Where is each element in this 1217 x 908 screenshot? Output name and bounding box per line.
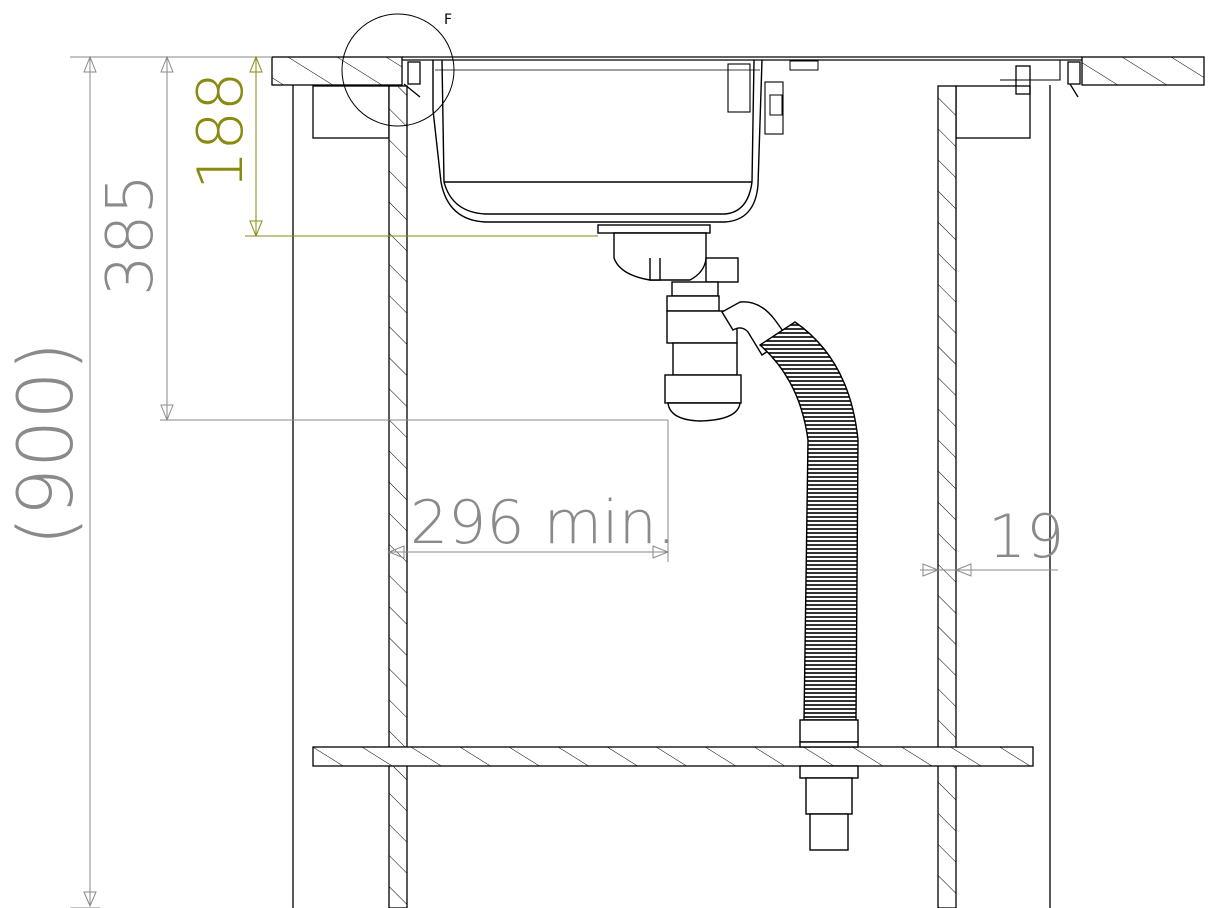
right-side-panel [937,85,957,908]
left-side-panel [388,85,408,908]
dim-text-900: (900) [1,342,90,546]
front-rail-left [312,85,390,139]
dim-text-19: 19 [988,502,1064,572]
countertop-left [271,56,403,86]
detail-f: F [341,12,455,127]
shelf [312,746,1034,767]
dim-text-188: 188 [184,72,257,190]
dimension-lines [70,55,1058,908]
side-panels [388,85,957,908]
dim-text-296: 296 min. [410,488,676,558]
countertop-right [1081,56,1205,86]
drain-hose [758,321,859,851]
countertop [271,56,1205,86]
detail-f-label: F [444,12,452,28]
dimension-188 [245,55,598,238]
dim-text-385: 385 [94,174,168,296]
siphon [597,224,789,422]
cabinet [292,85,1051,908]
detail-f-circle [341,13,455,127]
sink-bowl [403,59,1081,223]
